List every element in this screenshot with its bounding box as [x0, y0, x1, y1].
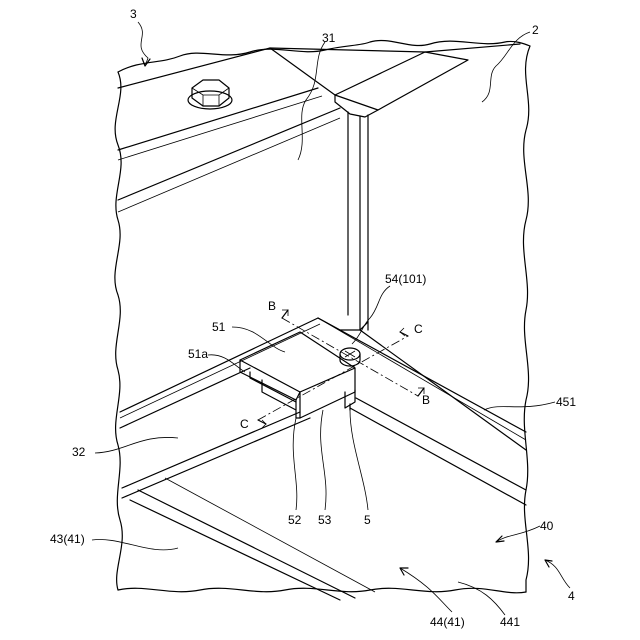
leader-40	[496, 526, 540, 542]
leader-3-arrow	[142, 58, 150, 66]
leader-54	[352, 286, 390, 344]
corner-cap-side	[335, 95, 378, 117]
rail-31-lower	[118, 108, 340, 200]
bolt-icon	[188, 80, 232, 109]
leader-5	[350, 410, 368, 510]
screw-54-icon	[340, 348, 360, 366]
rail-31-face	[118, 88, 318, 150]
arrow-c2	[258, 420, 266, 424]
leader-31	[298, 42, 325, 160]
rail-451-edge2	[360, 330, 526, 450]
bracket-51-top	[240, 332, 355, 392]
leader-40-arrow	[496, 536, 504, 542]
break-outline-top	[118, 40, 530, 72]
label-40: 40	[540, 519, 554, 533]
rail-31-lower-edge	[118, 118, 340, 212]
leader-44-arrow	[400, 568, 408, 575]
leader-32	[95, 437, 178, 453]
label-3: 3	[130, 7, 137, 21]
floor-bar-mid	[165, 478, 375, 592]
label-44: 44(41)	[430, 615, 465, 629]
leader-451	[484, 402, 555, 410]
label-451: 451	[556, 395, 576, 409]
label-b1: B	[268, 299, 276, 313]
corner-cap	[335, 52, 468, 110]
label-5: 5	[364, 513, 371, 527]
label-32: 32	[72, 445, 86, 459]
break-outline-bottom	[118, 588, 526, 593]
label-31: 31	[322, 31, 336, 45]
leader-51	[232, 327, 285, 352]
corner-post	[348, 112, 368, 330]
leader-2	[482, 32, 530, 102]
leader-53	[321, 410, 326, 510]
leader-52	[293, 418, 297, 510]
label-c2: C	[240, 417, 249, 431]
break-outline-right	[523, 46, 530, 592]
rail-451-lower-edge	[350, 408, 526, 505]
label-c1: C	[414, 322, 423, 336]
label-43: 43(41)	[50, 532, 85, 546]
label-51: 51	[212, 320, 226, 334]
label-b2: B	[422, 393, 430, 407]
leader-43	[92, 539, 178, 549]
top-frame-right	[425, 44, 520, 52]
rail-32-edge1	[120, 324, 320, 418]
rail-32-front	[120, 368, 250, 428]
label-4: 4	[568, 589, 575, 603]
bracket-51-left	[240, 360, 300, 400]
label-52: 52	[288, 513, 302, 527]
bracket-53-front	[300, 368, 355, 418]
label-2: 2	[532, 23, 539, 37]
rail-451-lower	[356, 398, 526, 490]
rail-32-bottom	[122, 418, 310, 498]
label-51a: 51a	[188, 347, 208, 361]
label-53: 53	[318, 513, 332, 527]
leader-441	[458, 582, 505, 615]
floor-bar-inner	[138, 490, 355, 598]
label-441: 441	[500, 615, 520, 629]
arrow-b1	[282, 310, 288, 318]
leader-4	[545, 560, 570, 588]
rail-32-front-lower	[122, 412, 300, 488]
label-54: 54(101)	[385, 272, 426, 286]
